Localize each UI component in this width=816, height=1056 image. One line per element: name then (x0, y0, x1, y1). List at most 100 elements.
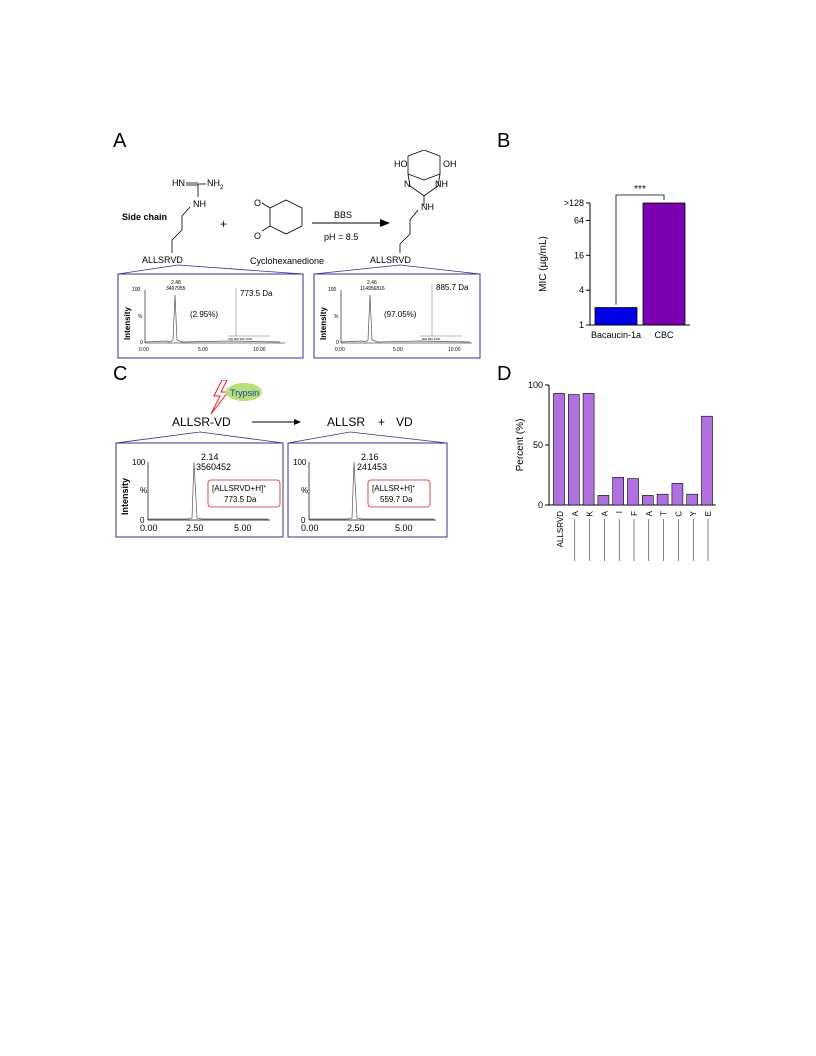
chrom-c-right-xtick-1: 2.50 (347, 523, 365, 533)
panel-letter-b: B (497, 130, 511, 152)
x-tick-label: A (571, 510, 580, 516)
chrom-a-left-percent: (2.95%) (190, 310, 218, 319)
chrom-a-left-inset-ticks: 700 800 900 1000 (228, 337, 253, 341)
chrom-a-left-area: 3497955 (166, 286, 186, 292)
chrom-c-left-xtick-2: 5.00 (234, 523, 252, 533)
chrom-c-left-area: 3560452 (196, 462, 231, 472)
y-tick-label: 100 (528, 380, 543, 390)
arrow-bottom-label: pH = 8.5 (324, 232, 358, 242)
chrom-c-right-y-pct: % (301, 486, 308, 495)
side-chain-label: Side chain (122, 212, 167, 222)
bar-1 (567, 394, 580, 506)
chrom-a-right-xtick-0: 0.00 (335, 347, 345, 353)
product-ho: HO (394, 159, 408, 169)
product-oh: OH (443, 159, 457, 169)
chrom-a-right-percent: (97.05%) (384, 310, 417, 319)
product-n: N (404, 179, 411, 189)
bar-2 (582, 393, 595, 506)
bar-0 (553, 393, 565, 506)
x-tick-label: E (704, 511, 713, 516)
chrom-a-left-xtick-0: 0.00 (139, 347, 149, 353)
peptide-left-label: ALLSRVD (142, 255, 183, 265)
diketone-o1: O (254, 198, 261, 208)
reagent-name: Cyclohexanedione (250, 256, 324, 266)
chrom-a-left-ylabel: Intensity (123, 307, 132, 340)
bar-7 (656, 493, 669, 506)
bar-4 (612, 477, 624, 506)
chrom-a-right-y-pct: % (334, 314, 339, 320)
y-tick-label: 0 (538, 500, 543, 510)
chrom-c-left-y-pct: % (140, 486, 147, 495)
chrom-c-left-mass: 773.5 Da (224, 495, 257, 504)
y-tick-label: 64 (574, 215, 584, 225)
chrom-a-right-mass: 885.7 Da (436, 283, 469, 292)
substrate-label: ALLSR-VD (172, 415, 231, 429)
y-tick-label: 16 (574, 250, 584, 260)
chromatogram-c-right (287, 442, 448, 538)
chrom-c-right-xtick-0: 0.00 (301, 523, 319, 533)
y-tick-label: >128 (564, 198, 584, 208)
chrom-c-left-rt: 2.14 (201, 452, 219, 462)
panel-c-scheme: Trypsin ALLSR-VD ALLSR + VD Intensity 10… (115, 380, 448, 538)
x-tick-label: A (600, 510, 609, 516)
chrom-c-left-ylabel: Intensity (120, 478, 130, 515)
chrom-a-right-y-zero: 0 (336, 340, 339, 346)
x-tick-label: K (586, 510, 595, 516)
chromatogram-c-left (115, 442, 284, 538)
x-tick-label: CBC (654, 330, 674, 340)
chrom-a-right-area: 114956816 (360, 286, 385, 292)
product-plus: + (378, 415, 385, 429)
x-tick-label: T (660, 511, 669, 516)
chrom-c-right-xtick-2: 5.00 (395, 523, 413, 533)
chrom-c-right-ion: [ALLSR+H]+ (372, 484, 415, 493)
guanidine-hn-label: HN (172, 178, 185, 188)
guanidine-nh2-label: NH2 (207, 178, 224, 191)
lightning-icon (210, 380, 230, 415)
chrom-c-right-mass: 559.7 Da (380, 495, 413, 504)
y-tick-label: 1 (579, 320, 584, 330)
panel-letter-d: D (497, 363, 512, 385)
bar-cbc (642, 202, 686, 326)
chrom-a-left-mass: 773.5 Da (240, 289, 273, 298)
guanidine-nh-label: NH (193, 199, 206, 209)
significance-stars: *** (634, 184, 646, 195)
x-tick-label: Y (689, 510, 698, 516)
chrom-a-left-y-zero: 0 (140, 340, 143, 346)
chrom-a-left-xtick-2: 10.00 (253, 347, 266, 353)
trypsin-label: Trypsin (230, 388, 259, 398)
peptide-right-label: ALLSRVD (370, 255, 411, 265)
plus-sign: + (220, 217, 227, 231)
bar-6 (642, 495, 654, 506)
chrom-c-left-xtick-1: 2.50 (186, 523, 204, 533)
chrom-a-right-xtick-2: 10.00 (448, 347, 461, 353)
product-nh: NH (421, 202, 434, 212)
y-axis-label: Percent (%) (515, 419, 526, 472)
chrom-a-left-y-pct: % (138, 314, 143, 320)
x-tick-label: ALLSRVD (556, 511, 565, 548)
chrom-a-right-ylabel: Intensity (319, 307, 328, 340)
chrom-a-left-xtick-1: 5.00 (198, 347, 208, 353)
arrow-top-label: BBS (334, 210, 352, 220)
chrom-a-right-xtick-1: 5.00 (393, 347, 403, 353)
x-tick-label: I (615, 511, 624, 513)
x-tick-label: F (630, 511, 639, 516)
chromatogram-a-right (313, 273, 481, 359)
y-axis-label: MIC (µg/mL) (538, 236, 549, 292)
bar-3 (597, 495, 610, 506)
bar-8 (671, 483, 684, 506)
chrom-a-right-inset-ticks: 800 900 1000 (422, 337, 441, 341)
trypsin-badge (226, 383, 262, 401)
bar-5 (627, 478, 639, 506)
chrom-c-right-rt: 2.16 (361, 452, 379, 462)
x-tick-label: C (674, 511, 683, 517)
chrom-c-right-area: 241453 (357, 462, 387, 472)
x-tick-label: Bacaucin-1a (591, 330, 641, 340)
chrom-a-right-rt: 2.46 (367, 280, 377, 286)
bar-10 (701, 415, 713, 506)
panel-a-scheme: HN NH2 NH Side chain ALLSRVD + O O Cyclo… (117, 150, 481, 359)
diketone-o2: O (254, 231, 261, 241)
chrom-c-left-ion: [ALLSRVD+H]+ (212, 484, 266, 493)
bar-9 (686, 493, 698, 506)
